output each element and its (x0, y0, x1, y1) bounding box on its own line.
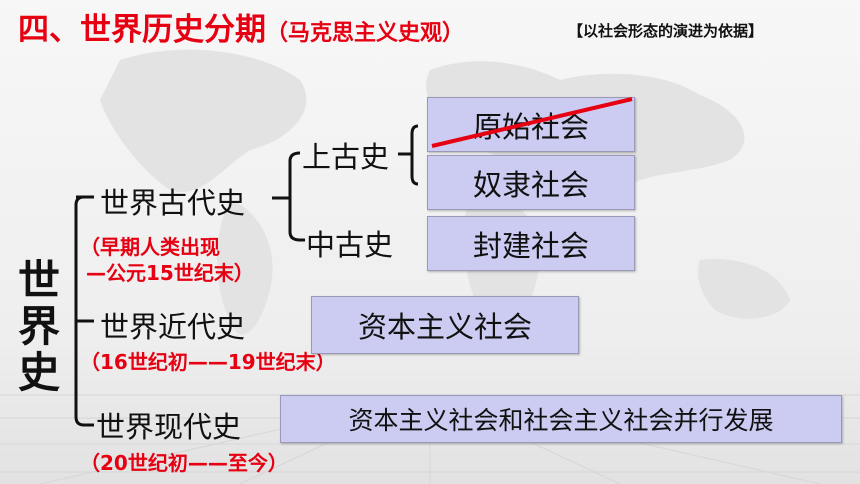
page-title: 四、世界历史分期（马克思主义史观） (18, 4, 464, 49)
title-subtitle: （马克思主义史观） (266, 21, 465, 46)
contemporary-range: （20世纪初——至今） (80, 451, 288, 475)
coexist-society-box: 资本主义社会和社会主义社会并行发展 (280, 395, 842, 443)
ancient-range-line2: —公元15世纪末） (86, 261, 254, 285)
coexist-society-text: 资本主义社会和社会主义社会并行发展 (348, 406, 774, 435)
slave-society-text: 奴隶社会 (472, 167, 589, 202)
capitalist-society-text: 资本主义社会 (357, 310, 532, 344)
middle-ancient-label: 中古史 (306, 228, 394, 262)
modern-range: （16世纪初——19世纪末） (80, 350, 336, 374)
ancient-bracket (288, 151, 305, 242)
ancient-history-label: 世界古代史 (100, 186, 246, 220)
ancient-range-line1: （早期人类出现 (80, 235, 220, 259)
slave-society-box: 奴隶社会 (427, 155, 635, 210)
contemporary-history-label: 世界现代史 (96, 410, 242, 444)
feudal-society-box: 封建社会 (427, 216, 635, 271)
modern-history-label: 世界近代史 (100, 310, 246, 344)
world-history-label: 世界史 (17, 256, 60, 397)
feudal-society-text: 封建社会 (472, 228, 589, 263)
capitalist-society-box: 资本主义社会 (311, 296, 579, 354)
basis-note: 【以社会形态的演进为依据】 (568, 22, 764, 40)
title-text: 四、世界历史分期 (18, 12, 266, 48)
early-ancient-label: 上古史 (302, 140, 390, 174)
